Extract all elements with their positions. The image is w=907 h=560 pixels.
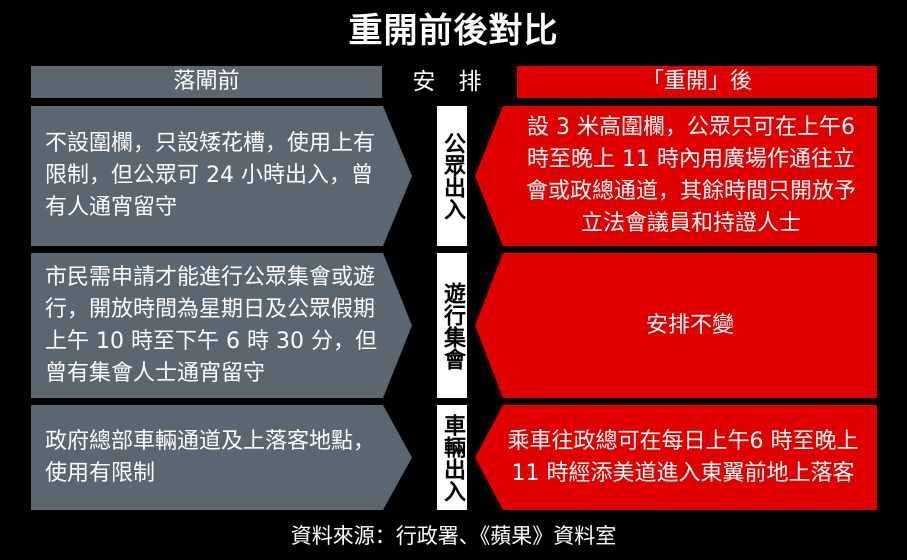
row-1-before-cell: 不設圍欄，只設矮花槽，使用上有限制，但公眾可 24 小時出入，曾有人通宵留守 xyxy=(31,106,412,246)
row-2-before-text: 市民需申請才能進行公眾集會或遊行，開放時間為星期日及公眾假期上午 10 時至下午… xyxy=(45,264,377,386)
row-1-after-text: 設 3 米高圍欄，公眾只可在上午6 時至晚上 11 時內用廣場作通往立會或政總通… xyxy=(525,115,856,236)
source-footer: 資料來源：行政署、《蘋果》資料室 xyxy=(290,524,617,548)
row-3-label: 車輛出入 xyxy=(437,405,467,510)
row-3-before-text: 政府總部車輛通道及上落客地點，使用有限制 xyxy=(45,428,376,486)
row-2-label: 遊行集會 xyxy=(437,253,467,398)
row-3-before-cell: 政府總部車輛通道及上落客地點，使用有限制 xyxy=(31,405,412,510)
row-3-after-text: 乘車往政總可在每日上午6 時至晚上 11 時經添美道進入東翼前地上落客 xyxy=(507,428,859,486)
row-2-after-cell: 安排不變 xyxy=(475,253,877,398)
row-1-after-cell: 設 3 米高圍欄，公眾只可在上午6 時至晚上 11 時內用廣場作通往立會或政總通… xyxy=(475,106,877,246)
header-arrangement: 安 排 xyxy=(412,69,490,95)
row-1-label: 公眾出入 xyxy=(437,106,467,246)
header-before: 落閘前 xyxy=(31,66,382,98)
row-2-before-cell: 市民需申請才能進行公眾集會或遊行，開放時間為星期日及公眾假期上午 10 時至下午… xyxy=(31,253,412,398)
row-2-after-text: 安排不變 xyxy=(645,312,734,338)
row-3-after-cell: 乘車往政總可在每日上午6 時至晚上 11 時經添美道進入東翼前地上落客 xyxy=(475,405,877,510)
row-1-before-text: 不設圍欄，只設矮花槽，使用上有限制，但公眾可 24 小時出入，曾有人通宵留守 xyxy=(45,131,376,220)
header-after: 「重開」後 xyxy=(517,66,877,98)
page-title: 重開前後對比 xyxy=(348,11,559,51)
